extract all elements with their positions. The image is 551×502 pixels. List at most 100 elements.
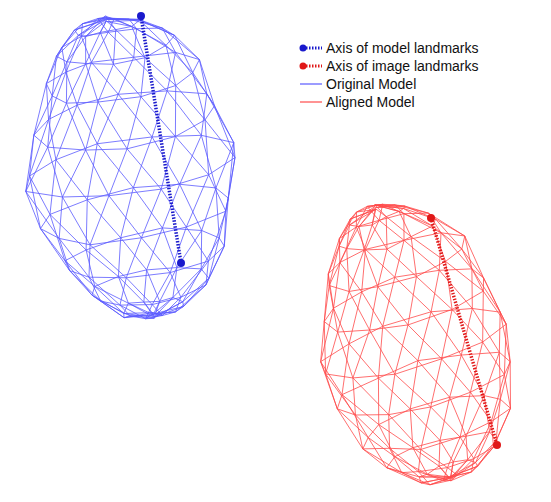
axis-line — [141, 16, 181, 263]
mesh-edge — [353, 378, 356, 415]
mesh-edge — [446, 261, 484, 291]
mesh-edge — [176, 52, 207, 93]
mesh-edge — [98, 18, 114, 19]
mesh-edge — [146, 313, 154, 319]
mesh-edge — [201, 135, 233, 142]
mesh-edge — [30, 119, 49, 176]
mesh-edge — [418, 312, 431, 361]
mesh-edge — [101, 301, 124, 318]
mesh-edge — [92, 295, 124, 318]
mesh-edge — [427, 466, 439, 474]
mesh-edge — [124, 313, 153, 318]
mesh-edge — [30, 160, 56, 176]
mesh-edge — [109, 149, 127, 196]
image-landmark-axis — [427, 214, 501, 449]
mesh-edge — [510, 362, 511, 409]
mesh-edge — [413, 440, 440, 447]
mesh-edge — [118, 94, 152, 137]
mesh-edge — [77, 62, 91, 105]
mesh-edge — [160, 268, 177, 302]
mesh-edge — [147, 228, 163, 270]
landmark-dot — [177, 259, 185, 267]
mesh-edge — [338, 291, 349, 332]
mesh-edge — [87, 144, 97, 200]
mesh-edge — [413, 448, 439, 466]
mesh-edge — [421, 483, 430, 485]
mesh-edge — [129, 19, 162, 28]
mesh-edge — [89, 245, 90, 277]
landmark-dot — [427, 214, 435, 222]
mesh-edge — [362, 292, 383, 326]
mesh-edge — [446, 249, 462, 261]
mesh-edge — [46, 84, 48, 120]
mesh-edge — [378, 378, 410, 409]
legend-line — [300, 101, 322, 102]
mesh-edge — [353, 378, 389, 415]
mesh-edge — [56, 144, 97, 160]
mesh-edge — [460, 422, 491, 437]
mesh-edge — [418, 361, 450, 398]
mesh-edge — [321, 362, 338, 409]
mesh-edge — [56, 160, 87, 200]
mesh-edge — [395, 325, 408, 374]
mesh-edge — [329, 249, 347, 286]
mesh-edge — [378, 326, 382, 378]
mesh-edge — [379, 425, 395, 457]
mesh-edge — [90, 196, 109, 245]
mesh-edge — [364, 250, 378, 287]
mesh-edge — [141, 58, 145, 97]
mesh-edge — [181, 285, 206, 297]
mesh-edge — [77, 94, 118, 105]
mesh-edge — [81, 36, 91, 62]
mesh-edge — [166, 35, 175, 45]
mesh-edge — [133, 184, 179, 187]
mesh-edge — [193, 60, 200, 73]
mesh-edge — [450, 466, 478, 476]
mesh-edge — [193, 73, 205, 120]
mesh-edge — [48, 147, 63, 197]
mesh-edge — [180, 184, 216, 188]
mesh-edge — [121, 188, 134, 238]
mesh-edge — [208, 211, 225, 261]
mesh-edge — [324, 322, 325, 374]
mesh-edge — [118, 238, 120, 277]
mesh-edge — [402, 473, 422, 483]
mesh-edge — [48, 96, 52, 147]
mesh-edge — [349, 344, 378, 378]
mesh-edge — [162, 228, 201, 231]
mesh-edge — [121, 238, 147, 270]
mesh-edge — [416, 277, 452, 310]
mesh-edge — [365, 240, 404, 249]
mesh-edge — [181, 261, 209, 297]
mesh-edge — [363, 449, 402, 473]
mesh-edge — [124, 303, 129, 313]
mesh-edge — [201, 269, 209, 278]
mesh-edge — [89, 277, 126, 279]
mesh-edge — [472, 269, 484, 278]
mesh-edge — [199, 60, 214, 106]
mesh-edge — [419, 477, 421, 483]
mesh-edge — [66, 72, 77, 105]
mesh-edge — [98, 97, 141, 102]
mesh-edge — [26, 147, 48, 191]
mesh-edge — [147, 268, 177, 270]
mesh-edge — [65, 261, 95, 287]
mesh-edge — [90, 238, 141, 245]
legend-dot — [300, 63, 307, 70]
legend-sample — [300, 84, 322, 85]
mesh-edge — [166, 45, 193, 72]
mesh-edge — [173, 268, 177, 298]
mesh-edge — [339, 246, 347, 248]
mesh-edge — [362, 249, 366, 291]
mesh-edge — [77, 105, 97, 144]
mesh-edge — [419, 476, 450, 477]
mesh-edge — [404, 240, 439, 270]
legend-sample — [300, 63, 323, 70]
mesh-edge — [462, 249, 484, 278]
mesh-edge — [355, 415, 389, 448]
mesh-edge — [387, 457, 395, 468]
mesh-edge — [399, 208, 404, 211]
mesh-edge — [56, 105, 77, 160]
mesh-edge — [206, 246, 224, 285]
